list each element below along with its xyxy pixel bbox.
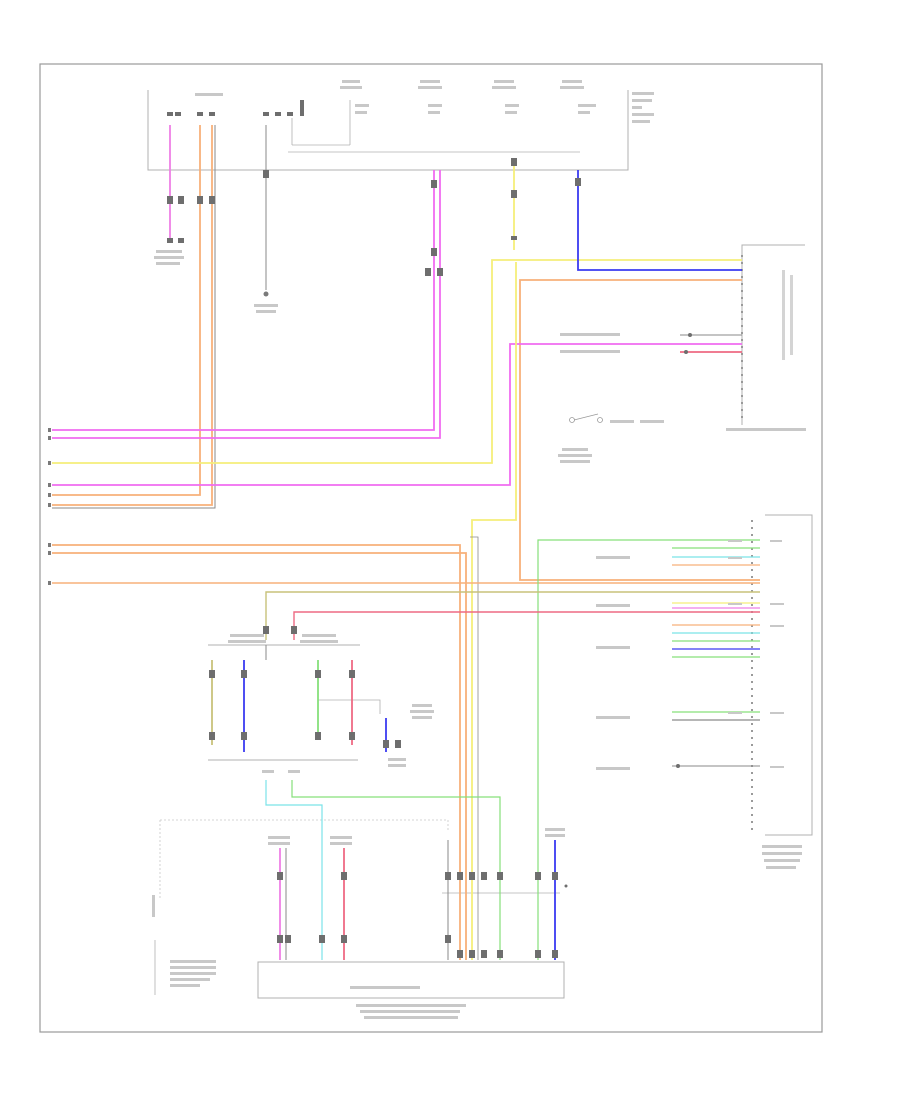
wire-magenta-2 [52, 170, 441, 439]
wire-orange-lower-1 [52, 544, 461, 960]
connector-marks [167, 100, 692, 958]
wire-gray-lower [470, 536, 479, 960]
middle-relay-box [208, 634, 434, 767]
wires [52, 125, 760, 960]
wire-magenta-long [52, 343, 742, 486]
wire-cyan-down [265, 780, 323, 960]
wire-olive [265, 591, 760, 640]
outer-frame [39, 63, 823, 1033]
wire-yellow-long [52, 259, 742, 464]
wire-orange-ecu [519, 279, 760, 581]
wire-gray-1 [52, 125, 216, 509]
bottom-component-box [152, 770, 565, 1019]
wire-green-long [537, 539, 760, 960]
top-ecu-box [147, 80, 654, 171]
wire-blue [577, 170, 742, 271]
right-ecu-connector-top [726, 244, 806, 431]
wire-orange-lower-2 [52, 552, 467, 960]
top-box-labels [195, 80, 654, 123]
switch-symbol [569, 413, 603, 423]
right-side-label-stubs [558, 333, 784, 770]
right-ecu-connector-bottom [751, 514, 813, 869]
top-left-symbols [154, 250, 278, 313]
wire-orange-2 [52, 125, 213, 506]
wire-magenta-1 [52, 170, 435, 431]
wire-yellow-lower [471, 262, 517, 960]
wire-orange-1 [52, 125, 201, 496]
wire-green-down [291, 780, 501, 960]
wire-red-long [293, 611, 760, 640]
left-edge-terminals [48, 428, 51, 585]
